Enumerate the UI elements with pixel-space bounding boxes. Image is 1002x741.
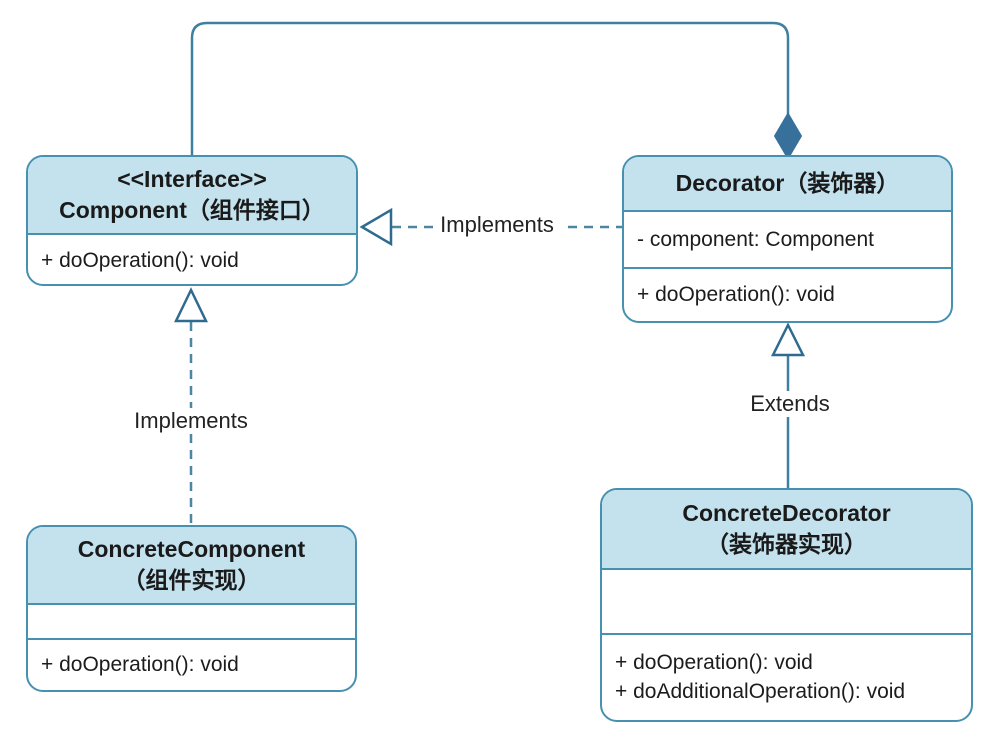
implements-arrowhead-left-icon xyxy=(359,207,393,247)
edge-label-implements-horizontal: Implements xyxy=(433,212,561,238)
method-item: + doOperation(): void xyxy=(637,283,835,306)
implements-arrowhead-up-icon xyxy=(174,287,208,323)
method-item: + doOperation(): void xyxy=(41,248,239,272)
class-header-concrete-decorator: ConcreteDecorator （装饰器实现） xyxy=(602,490,971,570)
class-name-concrete-decorator: ConcreteDecorator xyxy=(682,500,891,526)
fields-section-decorator: - component: Component xyxy=(624,212,951,269)
composition-link xyxy=(190,21,790,156)
class-subtitle: （装饰器实现） xyxy=(706,531,867,557)
methods-section-component: + doOperation(): void xyxy=(28,235,356,284)
class-name-decorator: Decorator（装饰器） xyxy=(675,170,900,196)
class-box-concrete-component: ConcreteComponent （组件实现） + doOperation()… xyxy=(26,525,357,692)
fields-section-concrete-component xyxy=(28,605,355,640)
class-stereotype: <<Interface>> xyxy=(117,166,267,192)
field-item: - component: Component xyxy=(637,228,874,251)
extends-arrowhead-up-icon xyxy=(770,322,806,357)
methods-section-concrete-component: + doOperation(): void xyxy=(28,640,355,689)
class-box-component: <<Interface>> Component（组件接口） + doOperat… xyxy=(26,155,358,286)
edge-label-extends: Extends xyxy=(743,391,837,417)
class-name-concrete-component: ConcreteComponent xyxy=(77,536,306,562)
composition-diamond-icon xyxy=(773,112,803,160)
class-header-decorator: Decorator（装饰器） xyxy=(624,157,951,212)
method-item: + doOperation(): void xyxy=(615,651,813,674)
fields-section-concrete-decorator xyxy=(602,570,971,635)
class-header-concrete-component: ConcreteComponent （组件实现） xyxy=(28,527,355,605)
method-item: + doOperation(): void xyxy=(41,653,239,676)
class-name-component: Component（组件接口） xyxy=(59,197,325,223)
method-item: + doAdditionalOperation(): void xyxy=(615,680,906,703)
class-box-concrete-decorator: ConcreteDecorator （装饰器实现） + doOperation(… xyxy=(600,488,973,722)
class-header-component: <<Interface>> Component（组件接口） xyxy=(28,157,356,235)
edge-label-implements-vertical: Implements xyxy=(127,408,255,434)
methods-section-concrete-decorator: + doOperation(): void + doAdditionalOper… xyxy=(602,635,971,719)
class-box-decorator: Decorator（装饰器） - component: Component + … xyxy=(622,155,953,323)
class-subtitle: （组件实现） xyxy=(122,567,261,593)
methods-section-decorator: + doOperation(): void xyxy=(624,269,951,320)
